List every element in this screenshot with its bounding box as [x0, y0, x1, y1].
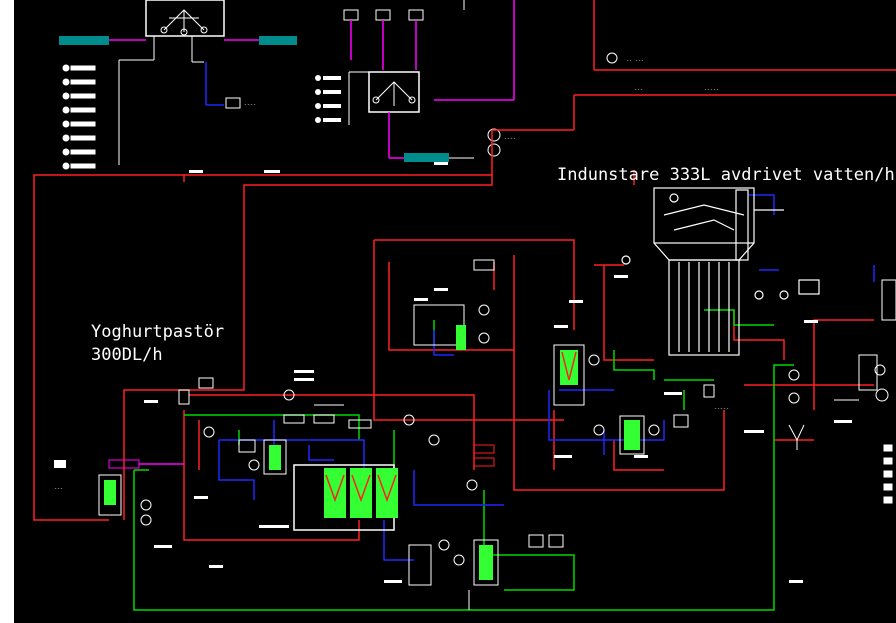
svg-text:----: ----: [504, 136, 516, 142]
small-annotations: [144, 162, 852, 583]
svg-text:----: ----: [244, 102, 256, 108]
svg-text:-----: -----: [714, 406, 729, 412]
evaporator-label: Indunstare 333L avdrivet vatten/h: [557, 165, 895, 185]
right-edge-equipment: [788, 279, 896, 504]
svg-text:---: ---: [634, 87, 643, 93]
center-cooler-block: [403, 259, 495, 491]
blue-pipework: [218, 194, 875, 561]
pasteurizer-block: [178, 377, 398, 531]
center-right-heat-exchanger: -----: [553, 344, 800, 455]
top-middle-distribution-block: ----: [343, 0, 516, 162]
tank-cyan-left: [59, 36, 109, 45]
instrument-stack-left: [62, 64, 96, 170]
tank-cyan-right: [259, 36, 297, 45]
top-right-lines: -- --- --- -----: [492, 0, 896, 131]
main-red-pipework: [33, 130, 874, 541]
pasteurizer-label-line1: Yoghurtpastör: [91, 322, 224, 342]
left-holding-tank: ---: [54, 459, 184, 526]
instrument-stack-middle: [315, 75, 341, 123]
evaporator-unit: [621, 187, 820, 356]
drawing-canvas: ----: [14, 0, 896, 623]
pasteurizer-label-line2: 300DL/h: [91, 345, 163, 365]
svg-text:-- ---: -- ---: [626, 58, 644, 64]
process-flow-diagram: ----: [33, 0, 896, 611]
svg-text:-----: -----: [704, 87, 719, 93]
tank-cyan-middle: [404, 153, 449, 162]
top-left-distribution-block: ----: [59, 0, 297, 165]
svg-text:---: ---: [54, 486, 63, 492]
bottom-separator-block: [408, 534, 564, 610]
